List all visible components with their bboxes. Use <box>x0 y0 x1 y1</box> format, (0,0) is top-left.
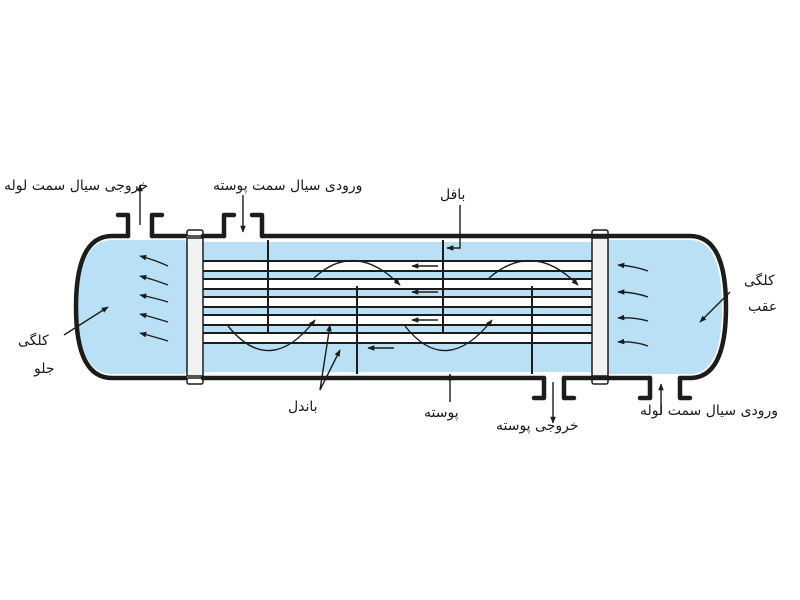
rear-head-flow-arrow <box>617 262 649 272</box>
tube <box>188 296 604 308</box>
tube-inlet-nozzle <box>637 375 653 401</box>
bundle-leader-line <box>319 349 341 391</box>
front-head-flow-arrow <box>139 254 169 267</box>
shell-flow-arrow <box>488 259 579 286</box>
front-head-label: کلگی <box>18 333 49 349</box>
shell-side-inlet-label: ورودی سیال سمت پوسته <box>213 178 363 194</box>
tube <box>188 314 604 326</box>
tube-side-outlet-label: خروجی سیال سمت لوله <box>4 178 149 194</box>
flow-arrows <box>137 184 664 424</box>
shell-outlet-label: خروجی پوسته <box>496 418 579 434</box>
shell-outlet-nozzle <box>531 375 547 401</box>
tube <box>188 332 604 344</box>
front-head-flow-arrow <box>139 293 169 303</box>
shell-flow-arrow <box>313 259 401 286</box>
rear-head-label: کلگی <box>744 273 775 289</box>
rear-head-flow-arrow <box>617 338 649 347</box>
baffle-label: بافل <box>440 187 466 203</box>
bundle-leader-line <box>319 324 332 391</box>
shell-flow-arrow <box>227 319 316 352</box>
front-head-fluid <box>78 240 185 374</box>
baffle-leader-line <box>446 205 461 251</box>
bundle-label: باندل <box>288 399 318 415</box>
rear-head-leader-line <box>699 291 731 323</box>
tube-side-inlet-label: ورودی سیال سمت لوله <box>640 403 779 419</box>
baffles <box>267 240 533 374</box>
front-head-label-line2: جلو <box>34 361 55 377</box>
shell-flow-arrow <box>404 319 493 352</box>
rear-tube-sheet <box>591 237 609 377</box>
front-tube-sheet <box>186 237 204 377</box>
rear-head-flow-arrow <box>617 314 649 322</box>
front-head-flow-arrow <box>139 331 169 342</box>
leader-lines <box>63 205 731 402</box>
rear-head-flow-arrow <box>617 289 649 298</box>
front-head-leader-line <box>63 306 109 336</box>
shell-inlet-nozzle <box>221 212 237 239</box>
rear-head-label-line2: عقب <box>748 299 778 315</box>
rear-head-fluid <box>608 240 722 374</box>
tube-outlet-nozzle <box>115 212 131 239</box>
front-head-flow-arrow <box>139 274 169 286</box>
shell-outline <box>73 212 729 401</box>
front-head-flow-arrow <box>139 312 169 323</box>
shell-label: پوسته <box>424 405 459 421</box>
